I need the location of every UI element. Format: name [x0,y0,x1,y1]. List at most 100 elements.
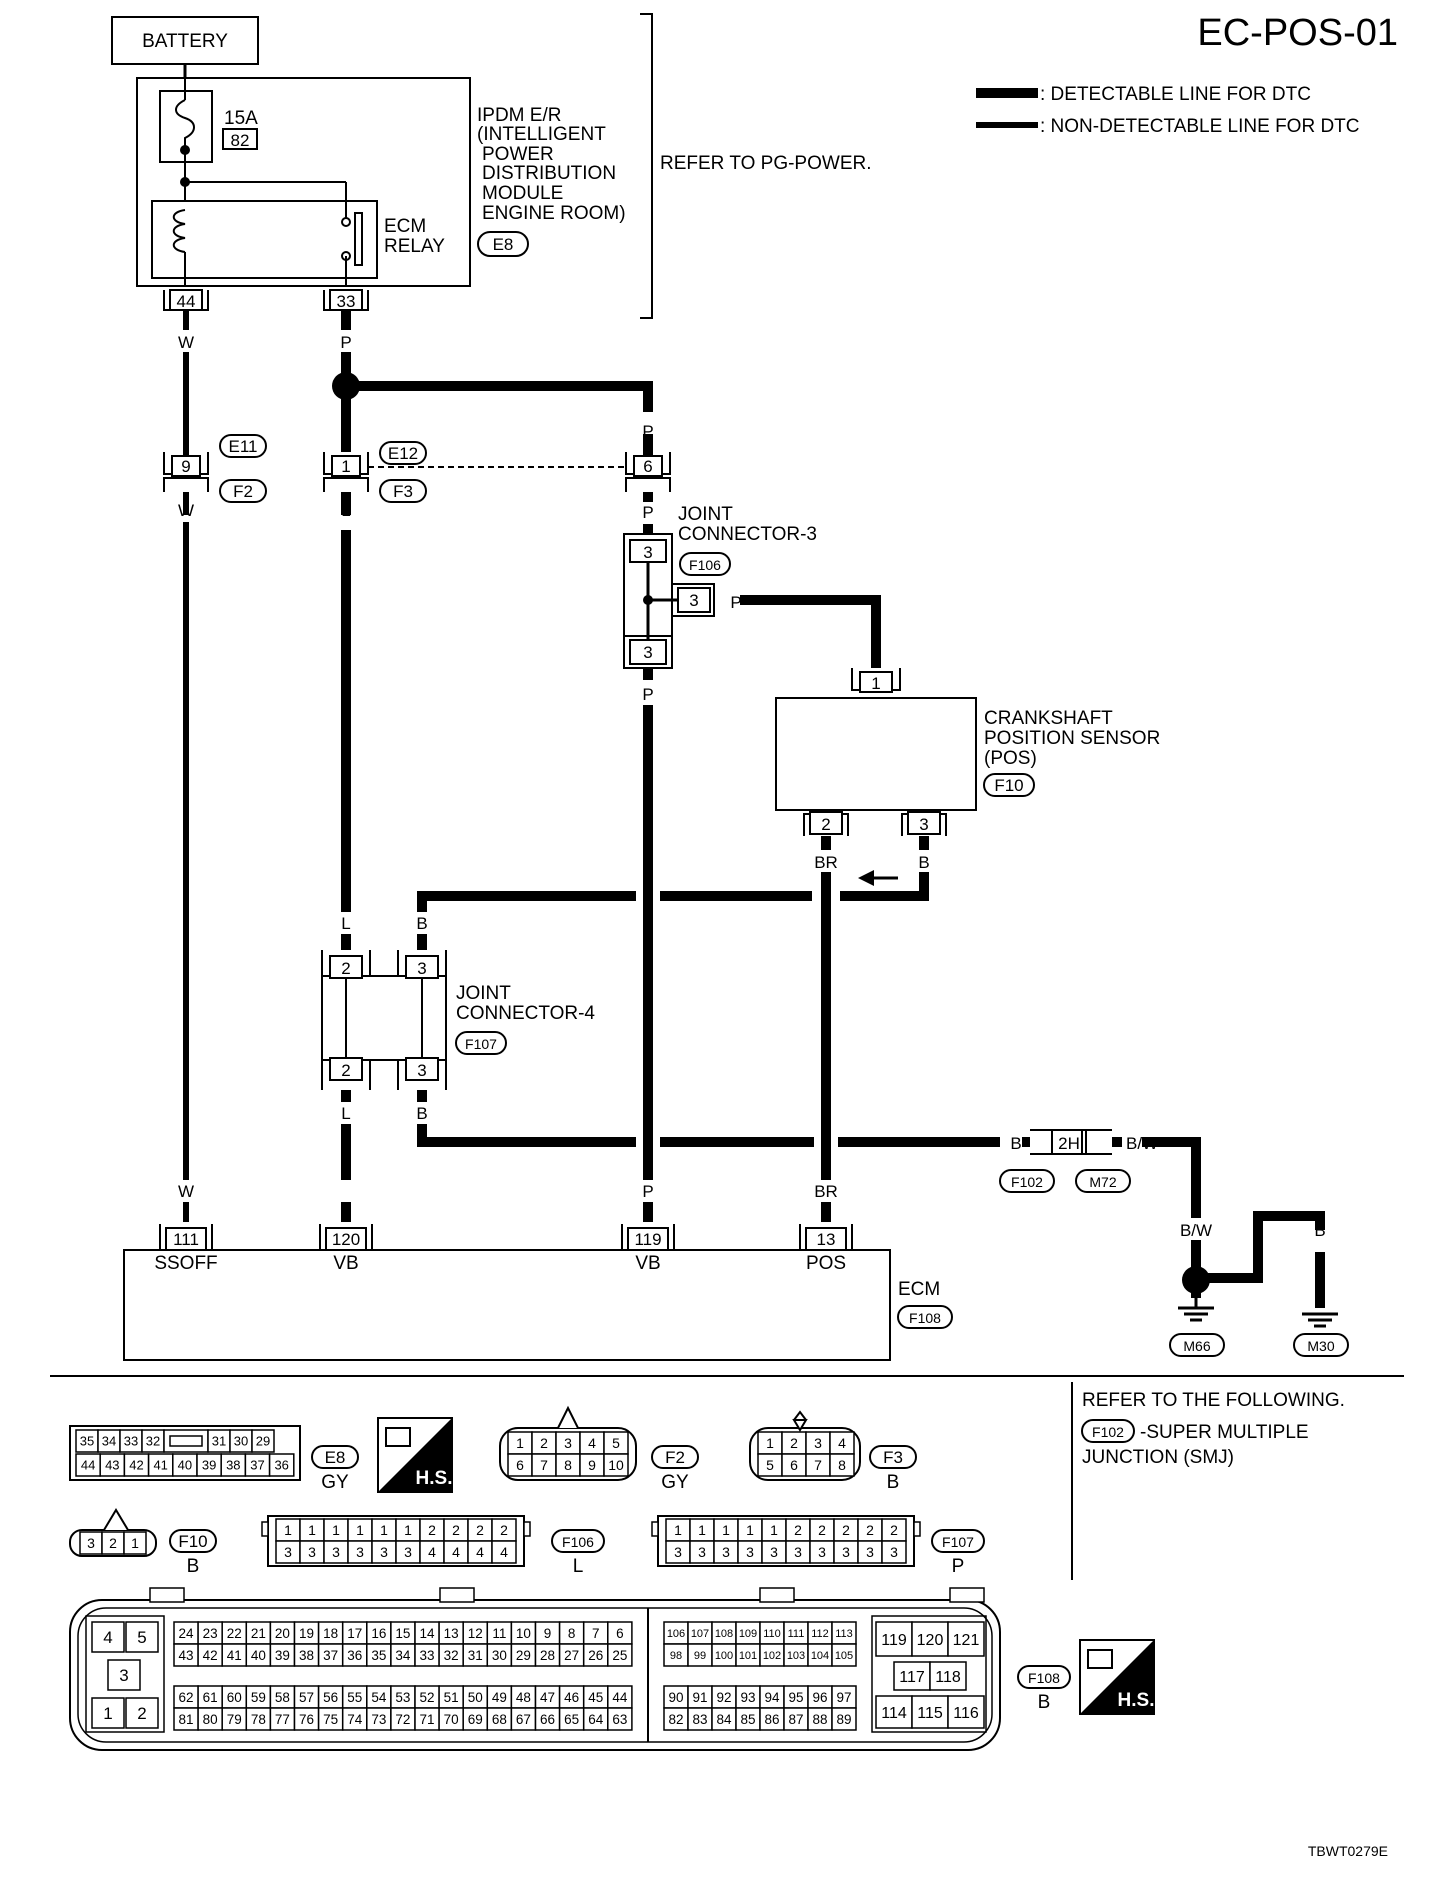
f108-pin-99: 99 [694,1650,706,1662]
f106-top-pin-1: 1 [332,1522,340,1538]
f108-pin-91: 91 [692,1690,707,1705]
svg-text:B: B [416,914,427,933]
f108-pin-35: 35 [371,1648,386,1663]
f108-pin-9: 9 [544,1626,552,1641]
f3-pin-4: 4 [838,1435,846,1451]
f108-pin-76: 76 [299,1712,314,1727]
e8-pin-29: 29 [256,1434,270,1449]
ecm-label: ECM [898,1279,940,1300]
f108-pin-2: 2 [137,1704,146,1723]
ckp-title-1: CRANKSHAFT [984,708,1113,729]
ipdm-label-1: IPDM E/R [477,105,561,126]
f108-pin-34: 34 [395,1648,411,1663]
f107-top-pin-1: 1 [674,1522,682,1538]
svg-text:P: P [642,685,653,704]
relay-label-2: RELAY [384,236,445,257]
legend-detectable-swatch [976,88,1038,98]
f108-pin-114: 114 [881,1705,907,1722]
f3-pin-2: 2 [790,1435,798,1451]
cv-e8-color: GY [321,1472,349,1493]
svg-text:F102: F102 [1092,1424,1124,1440]
ground-connector-2h: 2H F102 M72 [999,1129,1131,1193]
f108-pin-70: 70 [444,1712,459,1727]
f107-bottom-pin-3: 3 [674,1544,682,1560]
f108-pin-111: 111 [788,1628,805,1640]
battery-label: BATTERY [142,31,228,52]
f108-pin-37: 37 [323,1648,338,1663]
svg-text:B: B [187,1556,200,1577]
f2-pin-7: 7 [540,1457,548,1473]
svg-text:BR: BR [814,1182,838,1201]
f108-pin-29: 29 [516,1648,531,1663]
svg-text:3: 3 [417,959,426,978]
f108-pin-66: 66 [540,1712,555,1727]
f107-top-pin-2: 2 [842,1522,850,1538]
f3-pin-3: 3 [814,1435,822,1451]
f108-pin-86: 86 [764,1712,779,1727]
f108-pin-36: 36 [347,1648,362,1663]
ipdm-er: 15A 82 ECM RELAY IPDM E/R (INTELLIGENT P… [136,77,626,287]
f2-pin-6: 6 [516,1457,524,1473]
f107-bottom-pin-3: 3 [842,1544,850,1560]
f108-pin-88: 88 [812,1712,827,1727]
f2-pin-9: 9 [588,1457,596,1473]
f106-bottom-pin-3: 3 [308,1544,316,1560]
f2-pin-10: 10 [608,1457,624,1473]
f108-pin-75: 75 [323,1712,338,1727]
f108-pin-108: 108 [715,1628,733,1640]
svg-text:B: B [887,1472,900,1493]
f108-pin-10: 10 [516,1626,531,1641]
f108-pin-100: 100 [715,1650,733,1662]
f108-pin-47: 47 [540,1690,555,1705]
svg-text:L: L [573,1556,584,1577]
f108-pin-65: 65 [564,1712,579,1727]
f108-pin-60: 60 [227,1690,242,1705]
f108-pin-26: 26 [588,1648,603,1663]
jc4-title-2: CONNECTOR-4 [456,1003,595,1024]
harness-connector-pin-1: 1 [323,452,369,492]
f108-pin-62: 62 [179,1690,194,1705]
f108-pin-115: 115 [917,1705,943,1722]
harness-connector-pin-9: 9 [163,452,209,492]
cv-e8-id: E8 [325,1448,346,1467]
f10-pin-2: 2 [109,1535,117,1551]
f108-pin-23: 23 [203,1626,218,1641]
f106-bottom-pin-4: 4 [500,1544,508,1560]
svg-text:SSOFF: SSOFF [154,1253,217,1274]
f108-pin-39: 39 [275,1648,290,1663]
ecm-pin-119: 119 VB [621,1224,675,1274]
ecm-pin-120: 120 VB [319,1224,373,1274]
f3-pin-8: 8 [838,1457,846,1473]
wire-color-labels: W P P P W L P P P BR B L B L B W P BR B … [178,333,1326,1240]
f107-bottom-pin-3: 3 [770,1544,778,1560]
f3-pin-6: 6 [790,1457,798,1473]
e8-pin-32: 32 [146,1434,160,1449]
f108-pin-43: 43 [179,1648,194,1663]
svg-text:F108: F108 [1028,1670,1060,1686]
f108-pin-50: 50 [468,1690,483,1705]
f108-pin-14: 14 [420,1626,436,1641]
svg-text:B: B [1252,1221,1263,1240]
legend: : DETECTABLE LINE FOR DTC : NON-DETECTAB… [976,84,1360,137]
fuse-number: 82 [231,131,250,150]
ground-m30-label: M30 [1307,1338,1334,1354]
svg-text:L: L [341,501,350,520]
e8-pin-43: 43 [105,1458,119,1473]
f108-pin-42: 42 [203,1648,218,1663]
f106-bottom-pin-4: 4 [452,1544,460,1560]
f3-pin-5: 5 [766,1457,774,1473]
f108-pin-73: 73 [371,1712,386,1727]
f108-pin-46: 46 [564,1690,579,1705]
fuse-symbol [175,99,195,150]
page-code: EC-POS-01 [1197,12,1398,54]
f108-pin-68: 68 [492,1712,507,1727]
f108-pin-48: 48 [516,1690,531,1705]
f108-pin-80: 80 [203,1712,218,1727]
fuse-amp: 15A [224,108,258,129]
f106-bottom-pin-3: 3 [404,1544,412,1560]
ipdm-label-4: DISTRIBUTION [482,163,616,184]
svg-text:B/W: B/W [1126,1134,1158,1153]
f108-pin-71: 71 [420,1712,435,1727]
relay-label-1: ECM [384,216,426,237]
